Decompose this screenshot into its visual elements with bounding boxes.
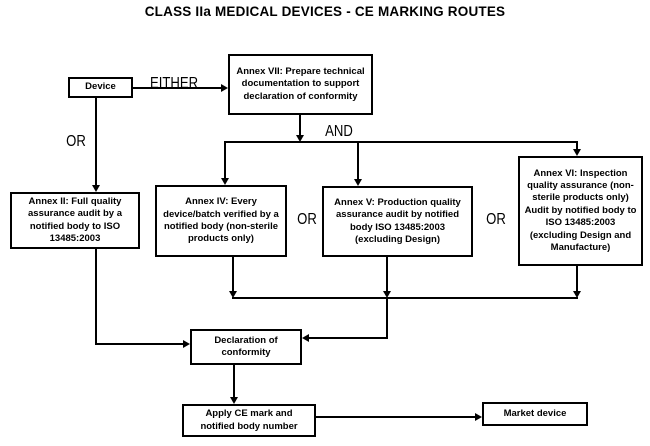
arrowhead-into-annex-ii xyxy=(92,185,100,192)
connector-device-to-annex-ii xyxy=(95,98,97,185)
arrowhead-annex-iv-out xyxy=(229,291,237,298)
label-either: EITHER xyxy=(149,75,199,92)
connector-and-to-annex-vi xyxy=(576,141,578,149)
node-annex-iv: Annex IV: Every device/batch verified by… xyxy=(155,185,287,257)
node-annex-v: Annex V: Production quality assurance au… xyxy=(322,186,473,257)
arrowhead-into-market-device xyxy=(475,413,482,421)
label-or-right: OR xyxy=(486,211,506,228)
connector-to-declaration-right xyxy=(309,337,388,339)
label-or-middle: OR xyxy=(297,211,317,228)
connector-apply-to-market xyxy=(316,416,475,418)
page-title: CLASS IIa MEDICAL DEVICES - CE MARKING R… xyxy=(144,4,506,19)
connector-and-line xyxy=(224,141,578,143)
connector-and-to-annex-iv xyxy=(224,141,226,178)
node-annex-ii: Annex II: Full quality assurance audit b… xyxy=(10,192,140,249)
arrowhead-annex-vi-out xyxy=(573,291,581,298)
connector-device-to-annex-vii xyxy=(133,87,222,89)
arrowhead-into-declaration-left xyxy=(183,340,190,348)
connector-annex-vi-out xyxy=(576,266,578,291)
label-and: AND xyxy=(325,123,353,140)
arrowhead-annex-v-out xyxy=(383,291,391,298)
arrowhead-into-declaration-right xyxy=(302,334,309,342)
node-market-device: Market device xyxy=(482,402,588,426)
node-device: Device xyxy=(68,77,133,98)
connector-declaration-to-apply xyxy=(233,365,235,397)
connector-and-to-annex-v xyxy=(357,141,359,179)
label-or-left: OR xyxy=(66,133,86,150)
connector-annex-iv-out xyxy=(232,257,234,291)
node-annex-vii: Annex VII: Prepare technical documentati… xyxy=(228,54,373,115)
node-apply-ce-mark: Apply CE mark and notified body number xyxy=(182,404,316,437)
arrowhead-into-annex-vi xyxy=(573,149,581,156)
arrowhead-into-apply-ce xyxy=(230,397,238,404)
node-annex-vi: Annex VI: Inspection quality assurance (… xyxy=(518,156,643,266)
connector-collector-line xyxy=(232,297,578,299)
arrowhead-into-annex-iv xyxy=(221,178,229,185)
connector-to-declaration-left xyxy=(95,343,183,345)
connector-collector-drop xyxy=(386,297,388,339)
connector-annex-ii-out xyxy=(95,249,97,345)
arrowhead-into-annex-vii xyxy=(221,84,228,92)
connector-annex-vii-down xyxy=(299,115,301,135)
node-declaration-of-conformity: Declaration of conformity xyxy=(190,329,302,365)
arrowhead-into-annex-v xyxy=(354,179,362,186)
arrowhead-annex-vii-down xyxy=(296,135,304,142)
connector-annex-v-out xyxy=(386,257,388,291)
